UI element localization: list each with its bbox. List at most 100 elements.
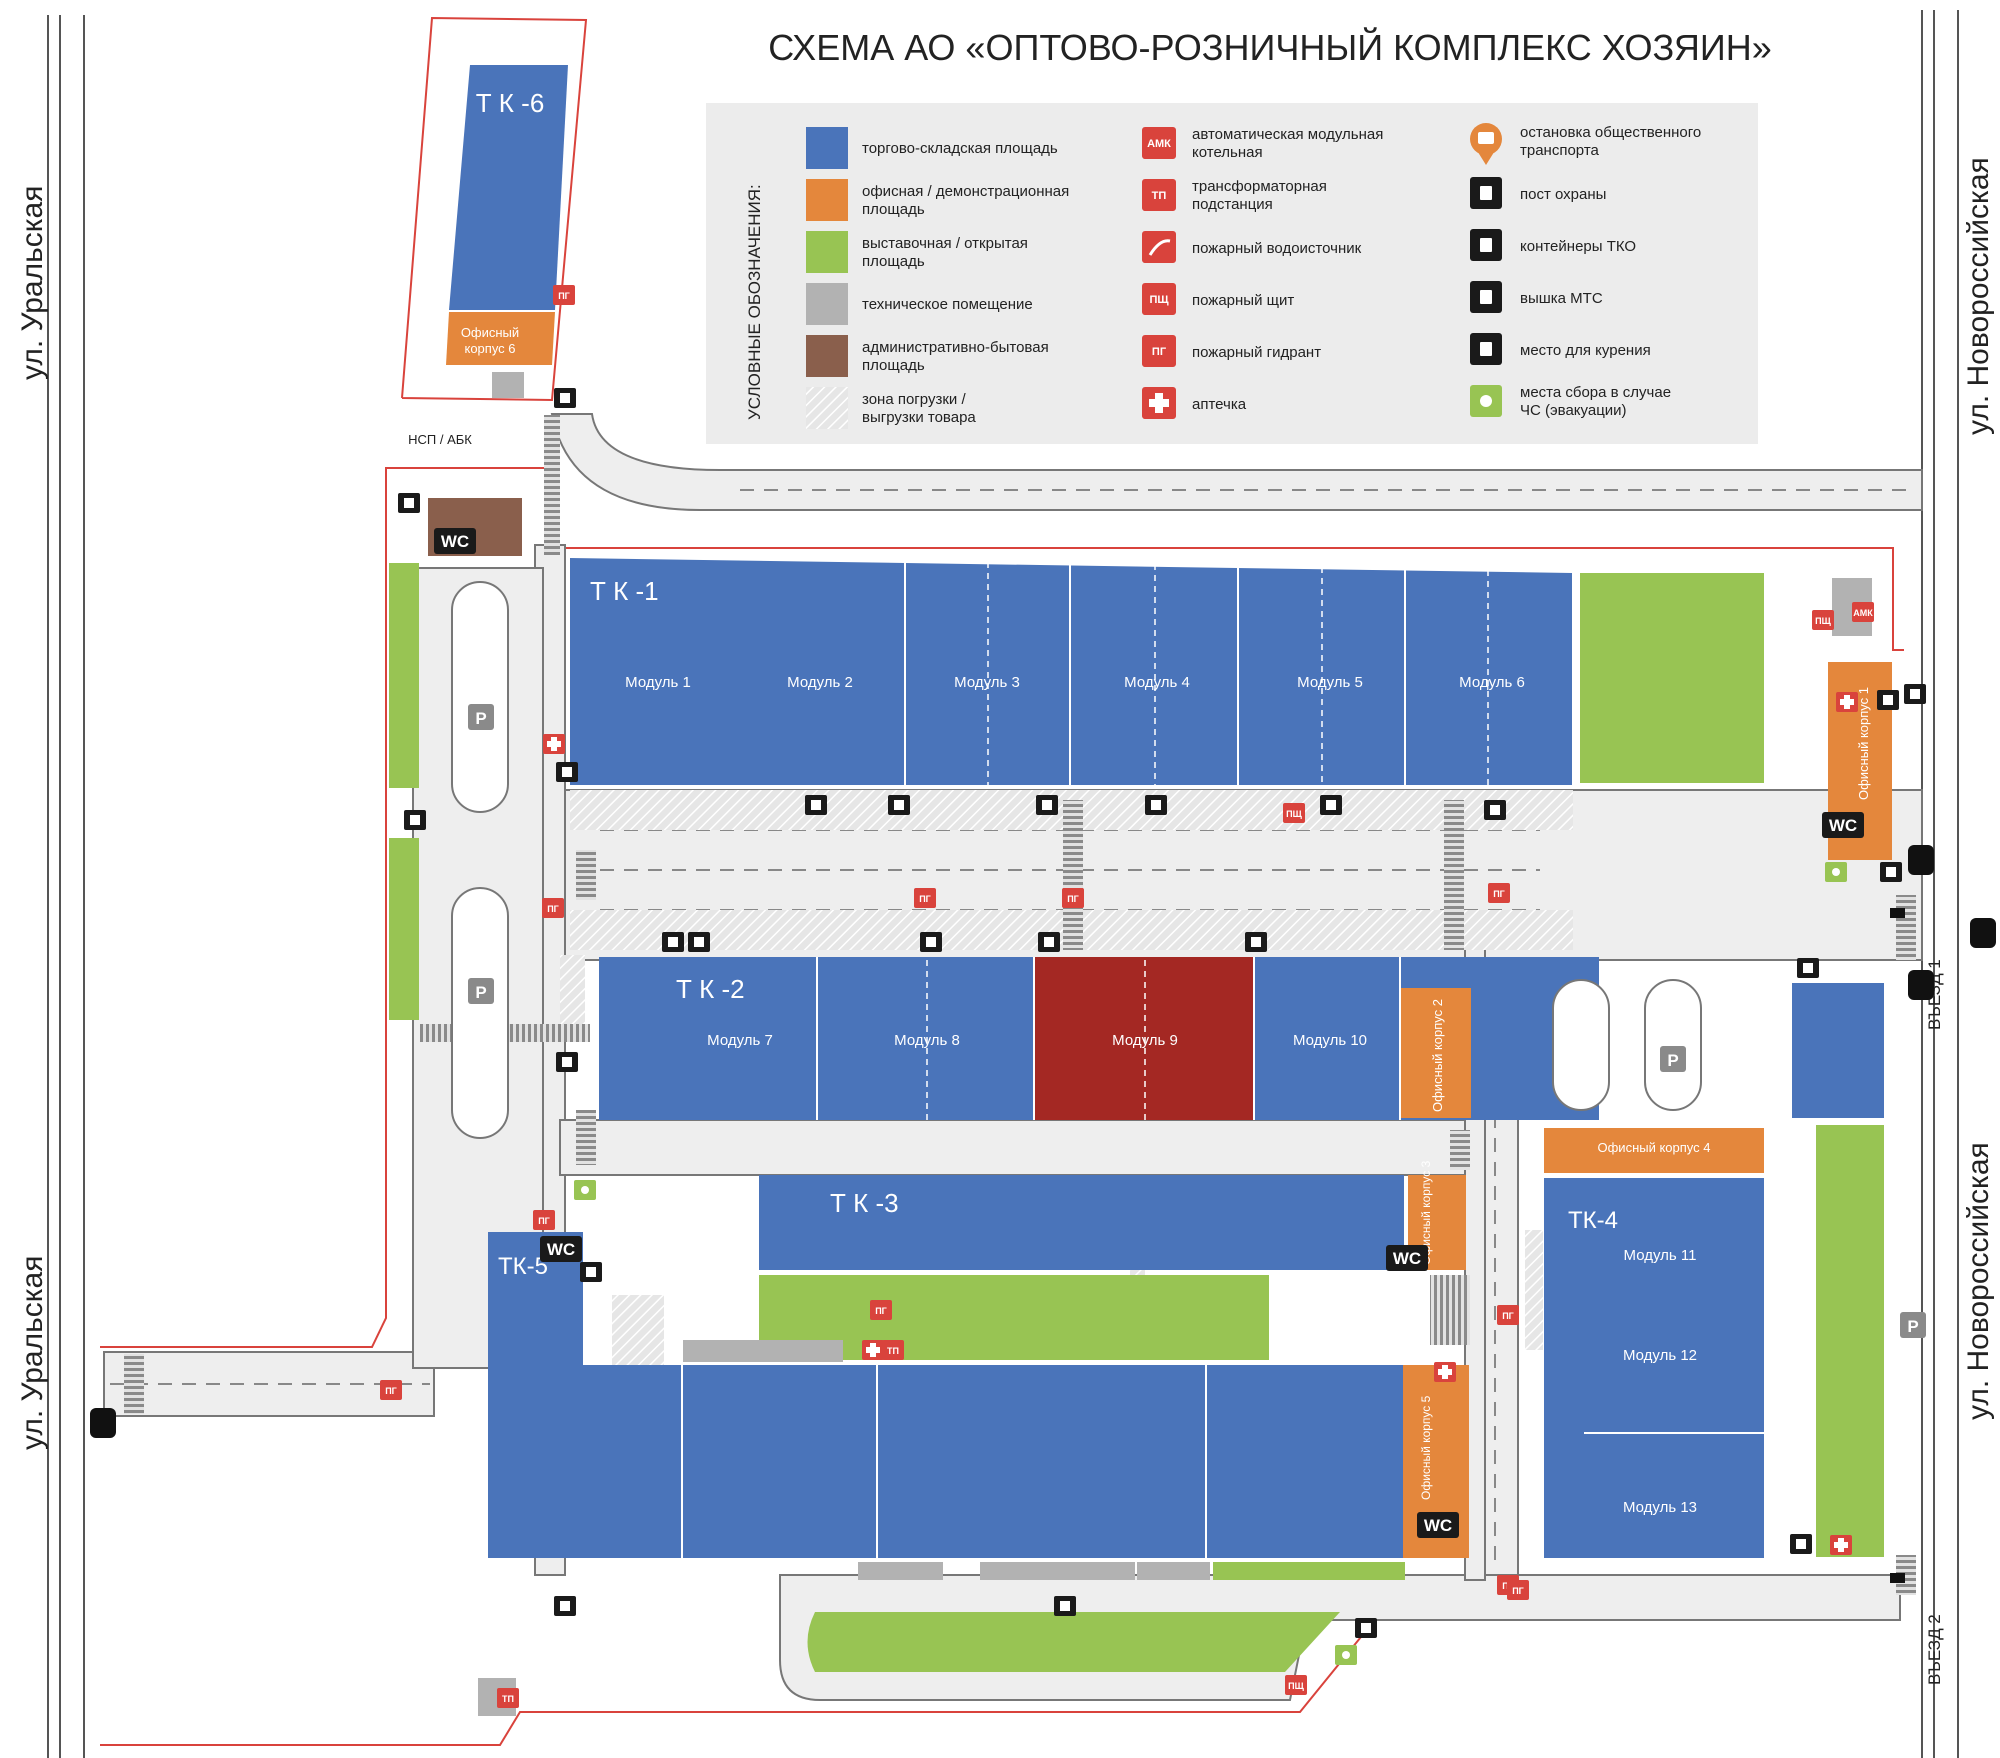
service-icon-23[interactable]	[556, 762, 578, 782]
parking-sign-1[interactable]: P	[468, 978, 494, 1004]
service-icon-9[interactable]	[1038, 932, 1060, 952]
wc-office1-text: WC	[1829, 816, 1857, 835]
module-12[interactable]: Модуль 12	[1623, 1347, 1697, 1364]
wc-tk3-text: WC	[1393, 1249, 1421, 1268]
parking-sign-3[interactable]: P	[1900, 1312, 1926, 1338]
building-tk5-south[interactable]	[583, 1365, 1403, 1558]
legend-swatch-1	[806, 179, 848, 221]
first-aid-marker-4[interactable]	[1830, 1535, 1852, 1555]
building-tk4[interactable]	[1544, 1178, 1764, 1558]
office-building-2[interactable]	[1401, 988, 1471, 1118]
first-aid-marker-3[interactable]	[1434, 1362, 1456, 1382]
hydrant-marker-7[interactable]: ПГ	[380, 1380, 402, 1400]
label-office6-line2: корпус 6	[464, 341, 515, 356]
assembly-point-2[interactable]	[1335, 1645, 1357, 1665]
assembly-point-1[interactable]	[1825, 862, 1847, 882]
building-tk6[interactable]	[449, 65, 568, 310]
first-aid-marker-0[interactable]	[543, 734, 565, 754]
tp-marker-0[interactable]: ТП	[882, 1340, 904, 1360]
hydrant-marker-2[interactable]: ПГ	[914, 888, 936, 908]
office-building-6[interactable]	[446, 312, 555, 365]
service-icon-8[interactable]	[920, 932, 942, 952]
module-8[interactable]: Модуль 8	[894, 1032, 960, 1049]
fire-shield-marker-1[interactable]: ПЩ	[1812, 610, 1834, 630]
legend-service-label-0: остановка общественного	[1520, 124, 1701, 141]
green-area-tk3-south	[759, 1275, 1269, 1360]
service-icon-3[interactable]	[1145, 795, 1167, 815]
service-icon-4[interactable]	[1320, 795, 1342, 815]
service-icon-17[interactable]	[1904, 684, 1926, 704]
module-2[interactable]: Модуль 2	[787, 674, 853, 691]
module-9[interactable]: Модуль 9	[1112, 1032, 1178, 1049]
hydrant-marker-4[interactable]: ПГ	[1488, 883, 1510, 903]
hydrant-marker-8-text: ПГ	[1502, 1311, 1514, 1321]
wc-tk3[interactable]: WC	[1386, 1245, 1428, 1271]
service-icon-22[interactable]	[404, 810, 426, 830]
module-13[interactable]: Модуль 13	[1623, 1499, 1697, 1516]
smoking-icon	[1470, 333, 1502, 365]
service-icon-12[interactable]	[580, 1262, 602, 1282]
assembly-point-0[interactable]	[574, 1180, 596, 1200]
first-aid-marker-1[interactable]	[1836, 692, 1858, 712]
hydrant-marker-7-text: ПГ	[385, 1386, 397, 1396]
parking-sign-2[interactable]: P	[1660, 1046, 1686, 1072]
hydrant-marker-6[interactable]: ПГ	[870, 1300, 892, 1320]
service-icon-16[interactable]	[1355, 1618, 1377, 1638]
module-5[interactable]: Модуль 5	[1297, 674, 1363, 691]
legend-symbol-label-3: пожарный щит	[1192, 292, 1294, 309]
legend-badge-text-1: ТП	[1152, 190, 1167, 202]
fire-shield-marker-2-text: ПЩ	[1288, 1681, 1304, 1691]
fire-shield-marker-2[interactable]: ПЩ	[1285, 1675, 1307, 1695]
parking-sign-0[interactable]: P	[468, 704, 494, 730]
wc-office5-text: WC	[1424, 1516, 1452, 1535]
hydrant-marker-3[interactable]: ПГ	[1062, 888, 1084, 908]
module-7[interactable]: Модуль 7	[707, 1032, 773, 1049]
service-icon-11[interactable]	[556, 1052, 578, 1072]
service-icon-6[interactable]	[662, 932, 684, 952]
hydrant-marker-5[interactable]: ПГ	[533, 1210, 555, 1230]
label-entry-2[interactable]: ВЪЕЗД 2	[1925, 1614, 1944, 1685]
module-4[interactable]: Модуль 4	[1124, 674, 1190, 691]
module-11[interactable]: Модуль 11	[1624, 1247, 1697, 1264]
wc-tk5[interactable]: WC	[540, 1236, 582, 1262]
street-uralskaya-road	[47, 15, 85, 1758]
service-icon-2[interactable]	[1036, 795, 1058, 815]
parking-sign-1-text: P	[475, 983, 486, 1002]
service-icon-13[interactable]	[554, 388, 576, 408]
first-aid-marker-2[interactable]	[862, 1340, 884, 1360]
service-icon-20[interactable]	[1797, 958, 1819, 978]
amk-marker[interactable]: АМК	[1852, 602, 1874, 622]
service-icon-7[interactable]	[688, 932, 710, 952]
module-6[interactable]: Модуль 6	[1459, 674, 1525, 691]
service-icon-15[interactable]	[1054, 1596, 1076, 1616]
building-tk5[interactable]	[488, 1232, 583, 1558]
service-icon-14[interactable]	[554, 1596, 576, 1616]
building-tk3[interactable]	[759, 1175, 1404, 1270]
hydrant-marker-1[interactable]: ПГ	[542, 898, 564, 918]
service-icon-21[interactable]	[1790, 1534, 1812, 1554]
hydrant-marker-10[interactable]: ПГ	[1507, 1580, 1529, 1600]
module-9-highlight[interactable]	[1034, 957, 1254, 1120]
wc-nsp[interactable]: WC	[434, 528, 476, 554]
fire-shield-marker-0[interactable]: ПЩ	[1283, 803, 1305, 823]
module-1[interactable]: Модуль 1	[625, 674, 691, 691]
service-icon-19[interactable]	[1880, 862, 1902, 882]
office-building-4[interactable]	[1544, 1128, 1764, 1173]
service-icon-18[interactable]	[1877, 690, 1899, 710]
service-icon-1[interactable]	[888, 795, 910, 815]
service-icon-10[interactable]	[1245, 932, 1267, 952]
legend-swatch-0	[806, 127, 848, 169]
service-icon-24[interactable]	[398, 493, 420, 513]
building-east-small[interactable]	[1792, 983, 1884, 1118]
service-icon-5[interactable]	[1484, 800, 1506, 820]
tp-marker-1[interactable]: ТП	[497, 1688, 519, 1708]
module-10[interactable]: Модуль 10	[1293, 1032, 1367, 1049]
hydrant-marker-8[interactable]: ПГ	[1497, 1305, 1519, 1325]
service-icon-0[interactable]	[805, 795, 827, 815]
legend-area-label-0: торгово-складская площадь	[862, 140, 1058, 157]
wc-office5[interactable]: WC	[1417, 1512, 1459, 1538]
wc-office1[interactable]: WC	[1822, 812, 1864, 838]
cell-tower-icon	[1470, 281, 1502, 313]
module-3[interactable]: Модуль 3	[954, 674, 1020, 691]
hydrant-marker-0[interactable]: ПГ	[553, 285, 575, 305]
